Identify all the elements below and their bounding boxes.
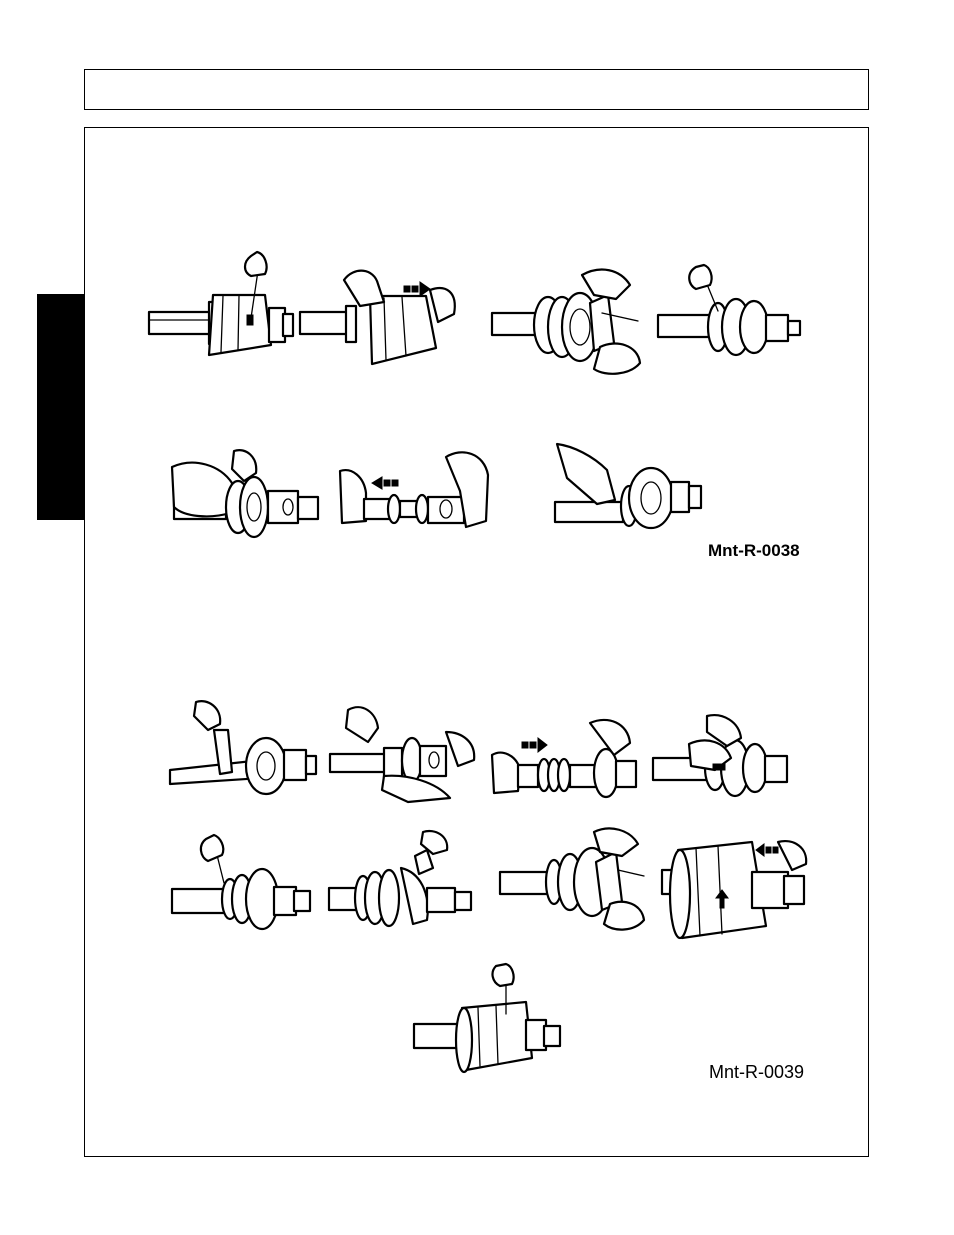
bearing-ring-hand-illustration xyxy=(553,442,705,530)
figure-label-1: Mnt-R-0038 xyxy=(708,541,800,561)
grease-tube-shaft-illustration xyxy=(168,700,318,798)
header-box xyxy=(84,69,869,110)
shaft-guard-screwdriver-illustration xyxy=(147,250,297,365)
shaft-slide-arrow-left-illustration xyxy=(338,447,496,535)
bearing-ring-pliers-illustration xyxy=(498,822,648,934)
guard-cone-arrow-left-illustration xyxy=(660,832,810,942)
ring-grip-hands-illustration xyxy=(170,447,325,545)
bearing-exposed-screwdriver-illustration xyxy=(656,265,806,365)
ring-screwdriver-illustration xyxy=(170,833,318,931)
figure-label-2: Mnt-R-0039 xyxy=(709,1062,804,1083)
ring-grease-tool-illustration xyxy=(327,828,477,936)
bearing-ring-hands-illustration xyxy=(651,712,801,804)
guard-slide-arrow-right-illustration xyxy=(298,262,464,368)
shaft-hands-joint-illustration xyxy=(328,702,478,804)
bearing-ring-removal-illustration xyxy=(490,265,645,377)
guard-assembled-screwdriver-illustration xyxy=(412,962,570,1077)
shaft-slide-arrow-right-illustration xyxy=(490,715,640,803)
section-tab xyxy=(37,294,84,520)
